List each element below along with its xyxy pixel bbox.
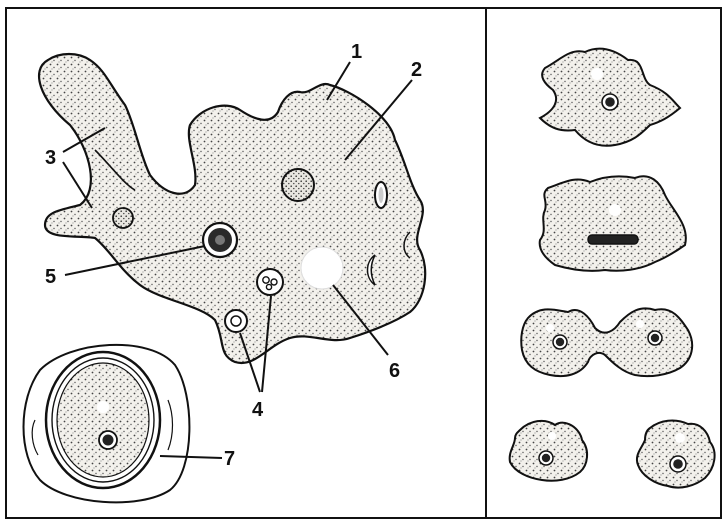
main-amoeba: [39, 54, 425, 363]
division-stage-2: [540, 176, 686, 271]
contractile-vacuole: [301, 247, 343, 289]
division-stage-1: [540, 49, 680, 146]
daughter-cell-right: [637, 421, 715, 488]
cyst: [24, 345, 190, 502]
label-6: 6: [389, 360, 400, 382]
digestive-vacuole-a: [257, 269, 283, 295]
label-1: 1: [351, 41, 362, 63]
label-3: 3: [45, 147, 56, 169]
daughter-cell-left: [510, 421, 587, 481]
label-5: 5: [45, 266, 56, 288]
food-vacuole-large: [282, 169, 314, 201]
food-vacuole-small: [113, 208, 133, 228]
digestive-vacuole-b: [225, 310, 247, 332]
division-stage-3: [521, 308, 692, 376]
label-7: 7: [224, 448, 235, 470]
label-2: 2: [411, 59, 422, 81]
nucleus: [203, 223, 237, 257]
label-4: 4: [252, 399, 264, 421]
